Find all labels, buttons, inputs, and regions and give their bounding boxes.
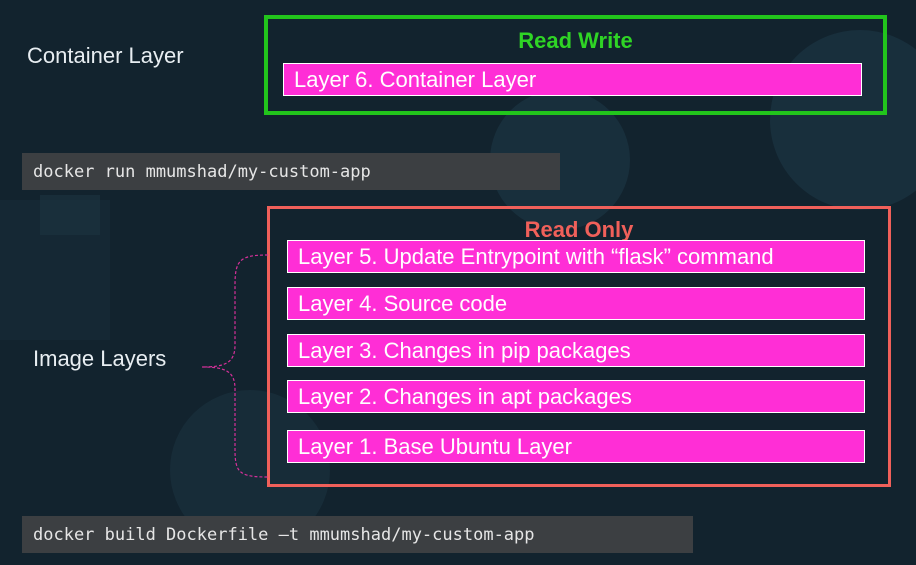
docker-build-command: docker build Dockerfile –t mmumshad/my-c… (22, 516, 693, 553)
read-write-title: Read Write (518, 28, 633, 53)
image-layers-label: Image Layers (33, 346, 167, 371)
read-only-group: Read Only (267, 206, 891, 487)
brace-path (201, 254, 269, 478)
layer-3-pip-packages: Layer 3. Changes in pip packages (287, 334, 865, 367)
container-layer-label: Container Layer (27, 43, 184, 68)
bg-container-shape (40, 195, 100, 235)
image-layers-brace (201, 254, 269, 478)
read-write-group: Read Write (264, 15, 887, 115)
docker-run-command: docker run mmumshad/my-custom-app (22, 153, 560, 190)
bg-container-shape (0, 200, 110, 340)
layer-2-apt-packages: Layer 2. Changes in apt packages (287, 380, 865, 413)
layer-1-base-ubuntu: Layer 1. Base Ubuntu Layer (287, 430, 865, 463)
layer-4-source-code: Layer 4. Source code (287, 287, 865, 320)
read-only-title: Read Only (524, 217, 634, 242)
layer-6-container-layer: Layer 6. Container Layer (283, 63, 862, 96)
layer-5-entrypoint: Layer 5. Update Entrypoint with “flask” … (287, 240, 865, 273)
